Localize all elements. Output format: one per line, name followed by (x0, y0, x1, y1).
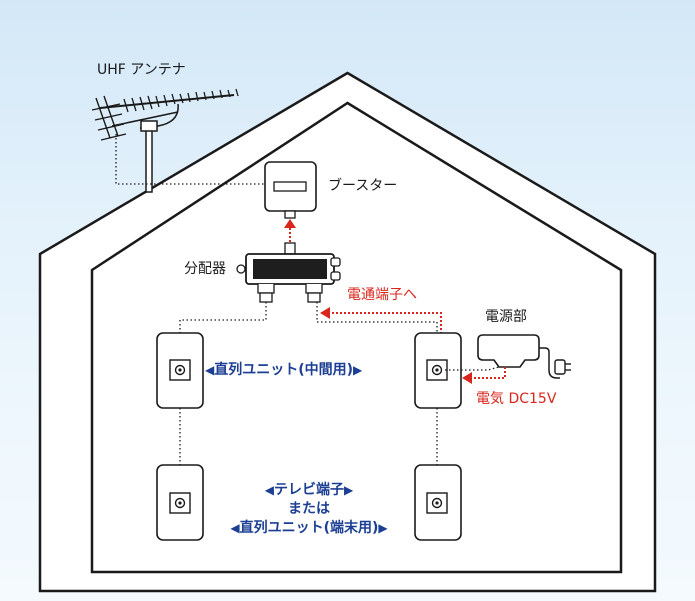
antenna-label: UHF アンテナ (97, 62, 186, 78)
left-arrow-icon: ◀ (264, 483, 274, 497)
power-arrow-to-splitter (320, 307, 442, 334)
splitter-right-cable (316, 302, 438, 333)
house-inner-wall (90, 101, 623, 574)
power-supply-label: 電気 DC15V (476, 391, 557, 407)
terminal-callout-line2: または (288, 501, 330, 517)
booster-icon (264, 161, 317, 219)
antenna-to-booster-cable (115, 134, 265, 185)
power-arrow-to-outlet (462, 367, 506, 384)
tv-terminal-text: テレビ端子 (274, 482, 344, 498)
power-unit-label: 電源部 (485, 309, 527, 325)
terminal-callout-line1: ◀テレビ端子▶ (203, 481, 415, 500)
splitter-left-cable (179, 302, 267, 333)
terminal-callout: ◀テレビ端子▶ または ◀直列ユニット(端末用)▶ (203, 481, 415, 538)
power-unit-cable (445, 366, 500, 371)
outlet-upper-left (156, 332, 204, 409)
power-unit-icon (477, 334, 571, 379)
outlet-lower-right (414, 464, 462, 541)
outlet-lower-left (156, 464, 204, 541)
power-arrow-up (284, 219, 296, 242)
power-terminal-label: 電通端子へ (347, 287, 417, 303)
end-unit-text: 直列ユニット(端末用) (239, 520, 379, 536)
uhf-antenna-icon (91, 88, 239, 193)
middle-unit-text: 直列ユニット(中間用) (214, 362, 354, 378)
right-arrow-icon: ▶ (353, 363, 363, 377)
left-arrow-icon: ◀ (230, 521, 240, 535)
right-arrow-icon: ▶ (344, 483, 354, 497)
middle-unit-callout: ◀直列ユニット(中間用)▶ (205, 363, 413, 377)
right-arrow-icon: ▶ (378, 521, 388, 535)
terminal-callout-line3: ◀直列ユニット(端末用)▶ (203, 519, 415, 538)
booster-label: ブースター (328, 178, 398, 194)
left-arrow-icon: ◀ (205, 363, 215, 377)
splitter-icon (236, 253, 341, 303)
outlet-upper-right (414, 332, 462, 409)
splitter-label: 分配器 (184, 261, 226, 277)
